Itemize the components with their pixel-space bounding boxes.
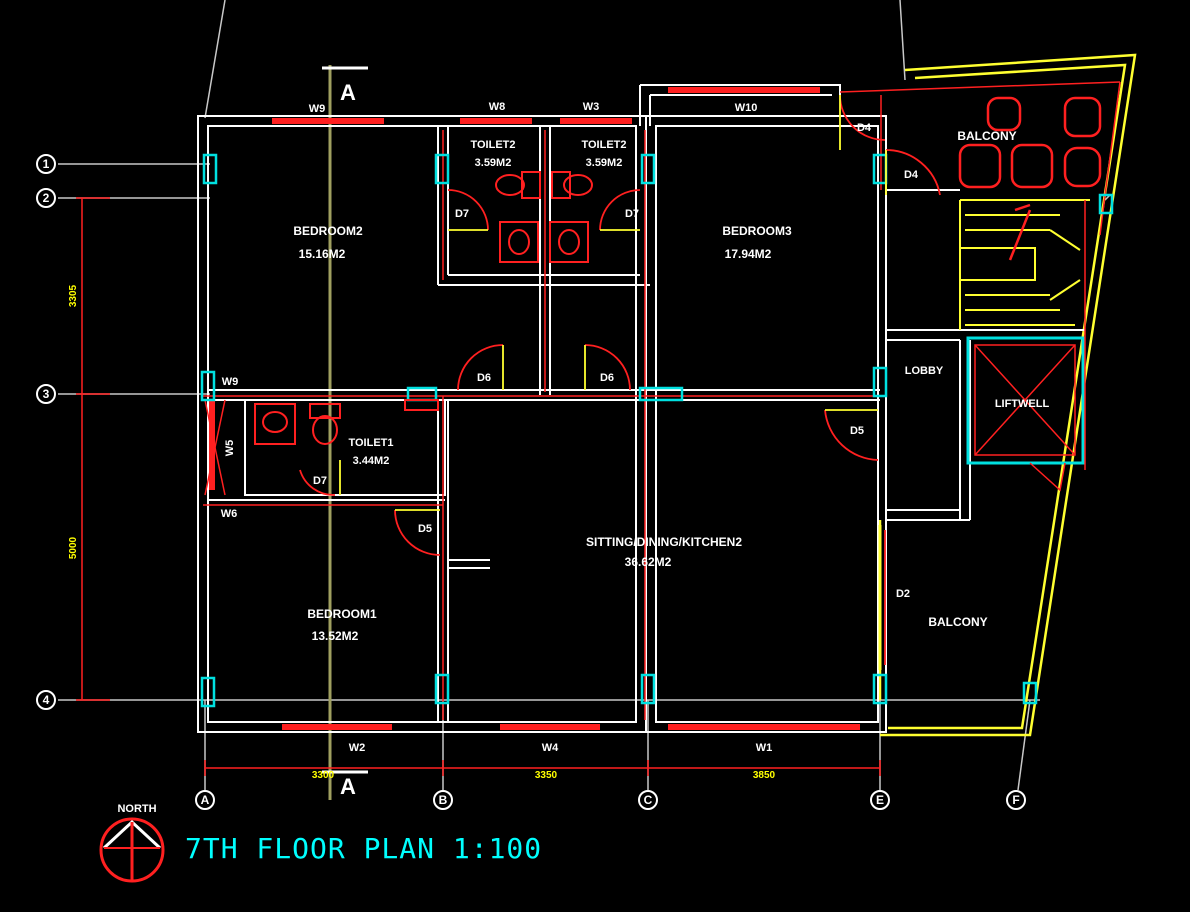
tag-w2: W2 xyxy=(349,742,366,754)
section-mark-top: A xyxy=(340,80,356,105)
toilet-fixtures xyxy=(254,171,593,445)
room-balcony-right: BALCONY xyxy=(928,615,987,629)
tag-w5: W5 xyxy=(224,440,236,457)
room-toilet1-area: 3.44M2 xyxy=(353,455,390,467)
room-toilet2a-name: TOILET2 xyxy=(470,139,515,151)
north-arrow-icon xyxy=(99,817,165,883)
balcony-outline xyxy=(878,53,1137,737)
doors xyxy=(299,94,941,670)
tag-w6: W6 xyxy=(221,508,238,520)
drawing-title: 7TH FLOOR PLAN 1:100 xyxy=(185,832,543,865)
tag-d6-b: D6 xyxy=(600,372,614,384)
tag-w1: W1 xyxy=(756,742,773,754)
room-balcony-top: BALCONY xyxy=(957,129,1016,143)
grid-col-f: F xyxy=(1012,793,1019,807)
room-lift: LIFTWELL xyxy=(995,398,1050,410)
room-toilet2a-area: 3.59M2 xyxy=(475,157,512,169)
room-bedroom3-area: 17.94M2 xyxy=(725,247,772,261)
grid-row-2: 2 xyxy=(43,191,50,205)
tag-d2: D2 xyxy=(896,588,910,600)
red-lines xyxy=(203,81,1121,720)
tag-d5-a: D5 xyxy=(418,523,432,535)
room-bedroom2-area: 15.16M2 xyxy=(299,247,346,261)
section-mark-bottom: A xyxy=(340,774,356,799)
room-sitting-area: 36.62M2 xyxy=(625,555,672,569)
grid-row-3: 3 xyxy=(43,387,50,401)
room-toilet2b-name: TOILET2 xyxy=(581,139,626,151)
grid-col-c: C xyxy=(644,793,653,807)
room-bedroom1-area: 13.52M2 xyxy=(312,629,359,643)
grid-col-b: B xyxy=(439,793,448,807)
tag-d7-b: D7 xyxy=(625,208,639,220)
staircase xyxy=(959,199,1090,330)
room-lobby: LOBBY xyxy=(905,365,944,377)
windows xyxy=(209,87,860,730)
lift-well xyxy=(966,336,1085,492)
tag-w8: W8 xyxy=(489,101,506,113)
dim-horizontal-1: 3300 xyxy=(312,770,335,781)
tag-d4-a: D4 xyxy=(857,122,872,134)
room-bedroom1-name: BEDROOM1 xyxy=(307,607,377,621)
tag-w3: W3 xyxy=(583,101,600,113)
dim-horizontal-3: 3850 xyxy=(753,770,776,781)
tag-w4: W4 xyxy=(542,742,559,754)
room-toilet2b-area: 3.59M2 xyxy=(586,157,623,169)
grid-col-a: A xyxy=(201,793,210,807)
tag-d4-b: D4 xyxy=(904,169,919,181)
dim-vertical-1: 3305 xyxy=(68,284,79,307)
room-sitting-name: SITTING/DINING/KITCHEN2 xyxy=(586,535,742,549)
tag-w9-top: W9 xyxy=(309,103,326,115)
walls xyxy=(197,84,1085,733)
grid-row-1: 1 xyxy=(43,157,50,171)
grid-bubbles xyxy=(36,154,1026,810)
balcony-furniture xyxy=(958,96,1102,261)
grid-col-e: E xyxy=(876,793,884,807)
tag-d7-c: D7 xyxy=(313,475,327,487)
dim-horizontal-2: 3350 xyxy=(535,770,558,781)
room-bedroom2-name: BEDROOM2 xyxy=(293,224,363,238)
tag-w9-left: W9 xyxy=(222,376,239,388)
room-bedroom3-name: BEDROOM3 xyxy=(722,224,792,238)
tag-d6-a: D6 xyxy=(477,372,491,384)
grid-row-4: 4 xyxy=(43,693,50,707)
section-line xyxy=(322,65,368,800)
tag-d5-b: D5 xyxy=(850,425,864,437)
room-toilet1-name: TOILET1 xyxy=(348,437,393,449)
tag-d7-a: D7 xyxy=(455,208,469,220)
north-label: NORTH xyxy=(117,803,156,815)
tag-w10: W10 xyxy=(735,102,758,114)
dimension-lines xyxy=(76,197,881,776)
columns xyxy=(200,153,1114,708)
window-cross xyxy=(204,399,226,496)
dim-vertical-2: 5000 xyxy=(68,536,79,559)
